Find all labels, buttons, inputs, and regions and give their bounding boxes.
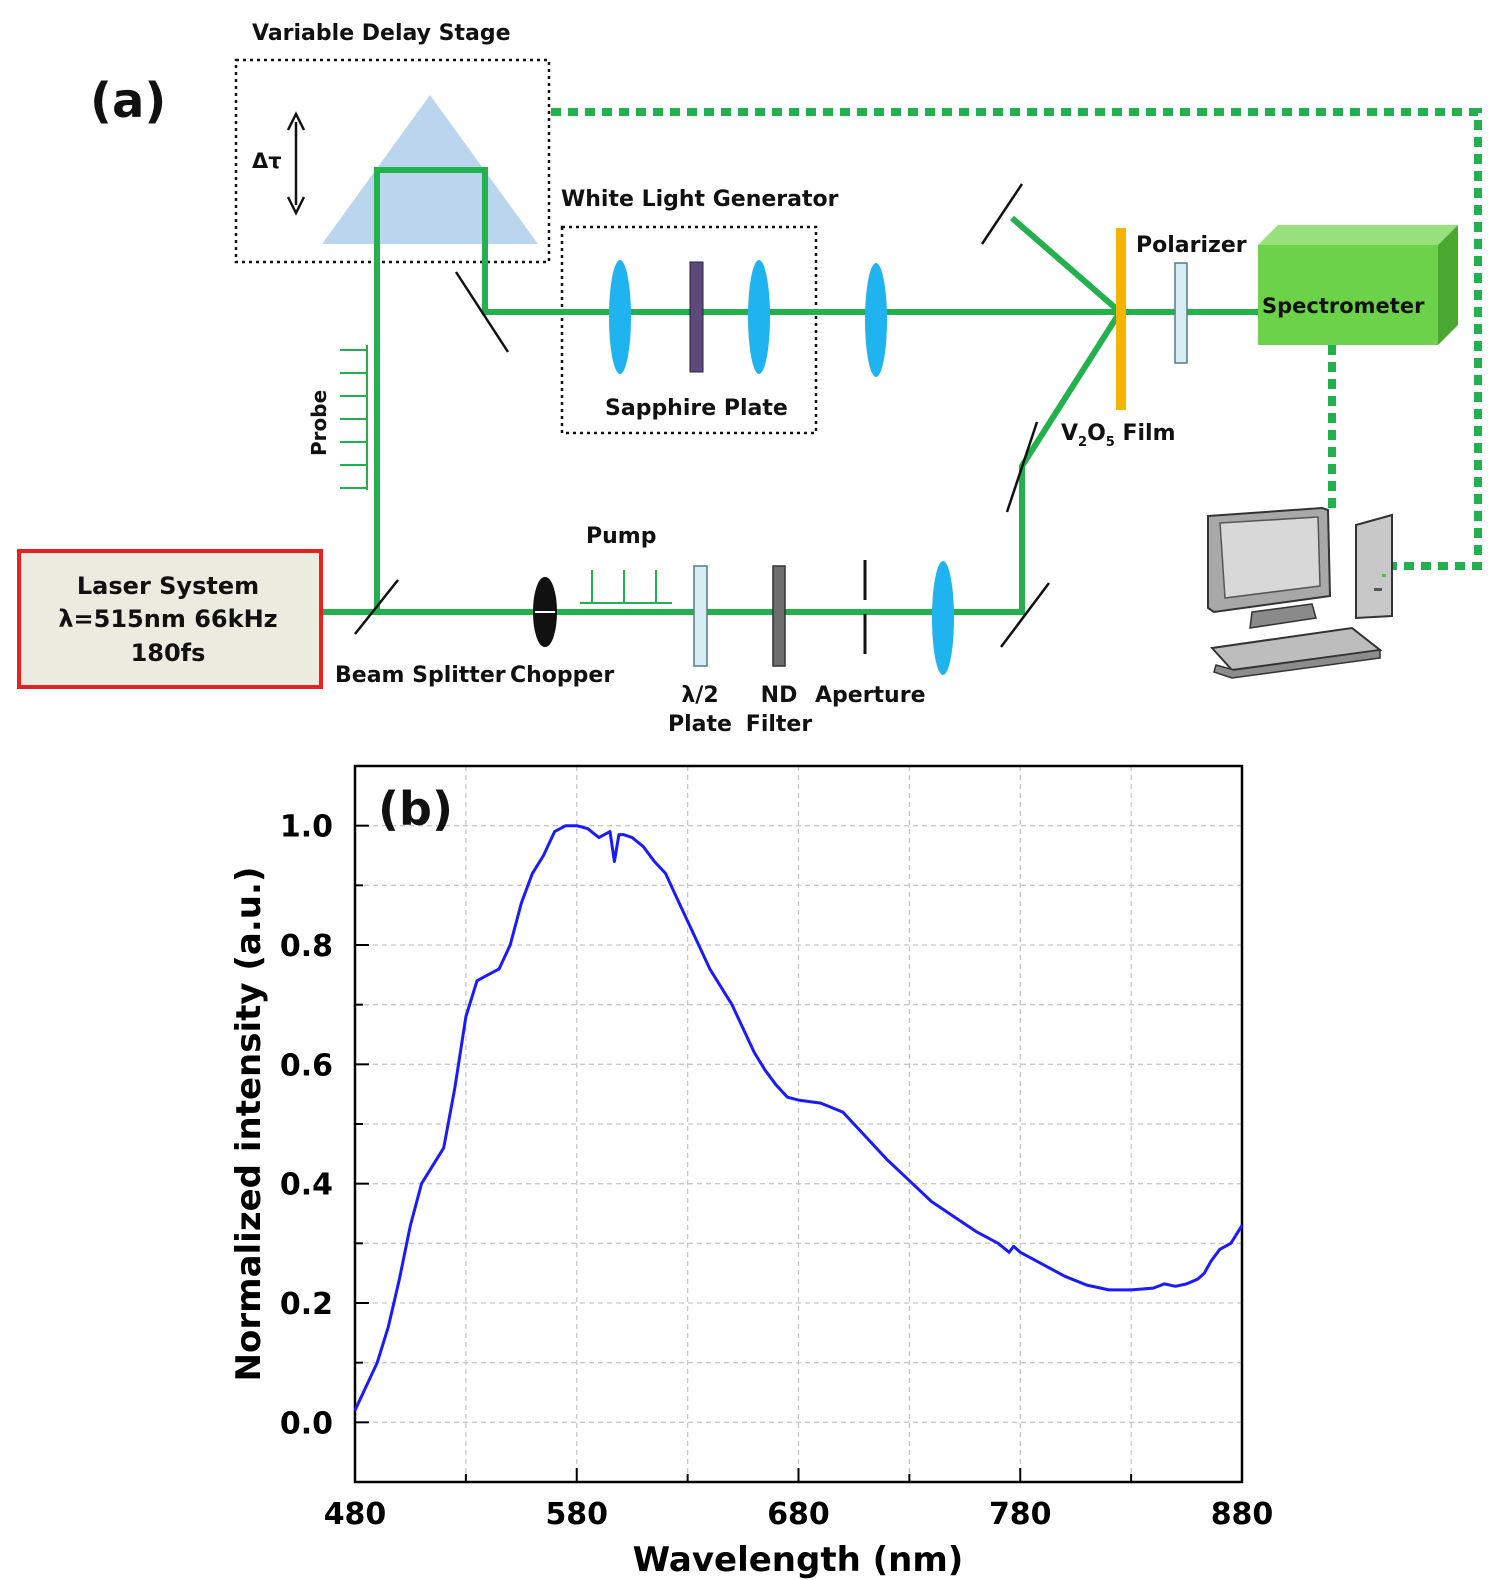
nd-filter <box>772 565 786 667</box>
data-links <box>551 108 1482 570</box>
aperture-label: Aperture <box>815 683 926 708</box>
y-tick-label: 0.8 <box>280 929 333 964</box>
white-light-generator-box <box>560 225 818 435</box>
chopper-icon <box>533 577 557 647</box>
x-tick-label: 680 <box>767 1497 830 1532</box>
spectrometer-label: Spectrometer <box>1262 294 1425 318</box>
polarizer <box>1174 262 1188 364</box>
panel-a-schematic: (a) Variable Delay Stage Δτ White Light … <box>17 21 1482 737</box>
panel-b-label: (b) <box>378 782 453 836</box>
beam-splitter <box>354 579 399 635</box>
mirror-probe-return <box>980 183 1024 245</box>
lens-3 <box>865 263 887 377</box>
pump-pulses <box>580 570 672 604</box>
spectrometer-icon <box>1258 225 1458 345</box>
lens-2 <box>748 260 770 374</box>
y-tick-label: 0.4 <box>280 1168 333 1203</box>
laser-system-box <box>17 549 323 689</box>
x-tick-label: 480 <box>324 1497 387 1532</box>
lens-pump <box>932 561 954 675</box>
computer-icon <box>1207 506 1393 679</box>
x-tick-label: 580 <box>545 1497 608 1532</box>
mirrors <box>454 183 1050 648</box>
y-tick-label: 1.0 <box>280 810 333 845</box>
sapphire-plate-label: Sapphire Plate <box>605 396 788 421</box>
laser-specs: λ=515nm 66kHz <box>58 605 277 633</box>
beam-splitter-label: Beam Splitter <box>335 663 506 688</box>
lens-1 <box>609 260 631 374</box>
mirror-pump-upper <box>1005 421 1039 513</box>
x-tick-label: 780 <box>989 1497 1052 1532</box>
y-tick-label: 0.2 <box>280 1287 333 1322</box>
probe-pulses <box>340 345 368 490</box>
y-tick-label: 0.6 <box>280 1048 333 1083</box>
laser-title: Laser System <box>77 572 259 600</box>
chart-grid <box>355 766 1242 1482</box>
pump-label: Pump <box>586 524 656 549</box>
chart-tick-labels: 480 580 680 780 880 0.0 0.2 0.4 0.6 0.8 1.0 <box>280 810 1273 1532</box>
delay-arrow-icon <box>286 111 306 216</box>
half-wave-plate <box>693 565 708 667</box>
sapphire-plate <box>689 261 704 373</box>
mirror-delay-out <box>454 271 510 353</box>
lenses <box>609 260 954 675</box>
y-axis-title: Normalized intensity (a.u.) <box>229 867 269 1382</box>
probe-label: Probe <box>307 390 331 456</box>
v2o5-film <box>1116 228 1126 410</box>
film-label: V2O5 Film <box>1061 421 1176 450</box>
nd-filter-label-1: ND <box>761 683 798 708</box>
polarizer-label: Polarizer <box>1136 233 1247 258</box>
nd-filter-label-2: Filter <box>746 712 813 737</box>
chopper-label: Chopper <box>510 663 614 688</box>
delay-to-computer-link <box>551 108 1482 570</box>
x-axis-title: Wavelength (nm) <box>633 1540 964 1580</box>
panel-a-label: (a) <box>90 73 166 129</box>
mirror-pump-lower <box>1000 582 1050 648</box>
delta-tau-label: Δτ <box>252 149 282 173</box>
half-wave-label-2: Plate <box>668 712 732 737</box>
series-line <box>353 824 1244 1412</box>
x-tick-label: 880 <box>1211 1497 1274 1532</box>
y-tick-label: 0.0 <box>280 1406 333 1441</box>
panel-b-chart: 480 580 680 780 880 0.0 0.2 0.4 0.6 0.8 1.0 (b) Wa… <box>229 764 1273 1580</box>
white-light-generator-label: White Light Generator <box>561 187 839 212</box>
laser-pulse-width: 180fs <box>131 639 206 667</box>
delay-stage-label: Variable Delay Stage <box>252 21 511 46</box>
delay-stage-box <box>234 58 551 264</box>
chart-ticks <box>354 824 1243 1482</box>
half-wave-label-1: λ/2 <box>681 683 718 708</box>
